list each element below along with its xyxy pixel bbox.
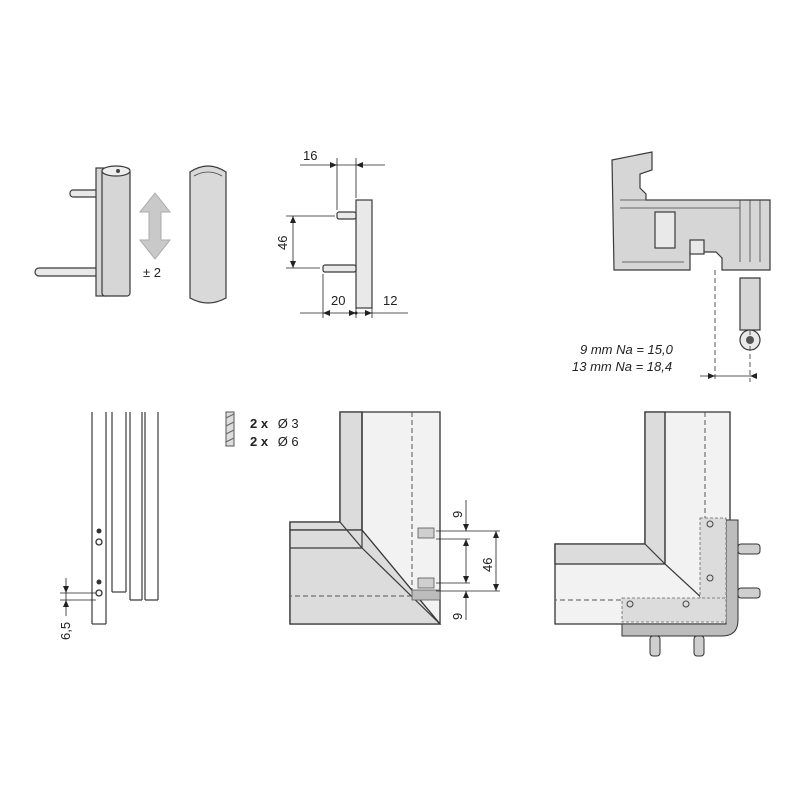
hinge-pin-part [34,165,131,297]
drill-qty-1: 2 x Ø 3 [250,416,299,431]
drill-qty-1-prefix: 2 x [250,416,269,431]
dim-pin-spacing: 46 [480,558,495,572]
drill-qty-1-diameter: Ø 3 [278,416,299,431]
drill-holes [411,527,441,601]
dim-top-width: 16 [303,148,317,163]
adjustment-arrow-icon [138,192,172,260]
adjustment-label: ± 2 [143,265,161,280]
drill-qty-2-diameter: Ø 6 [278,434,299,449]
corner-frame-drilling [289,411,500,625]
dim-edge-top: 9 [450,511,465,518]
dim-offset: 20 [331,293,345,308]
vertical-profile [60,412,159,625]
pin-dimension-drawing [286,158,408,318]
dim-edge-bottom: 9 [450,613,465,620]
dim-edge-distance: 6,5 [58,622,73,640]
drill-qty-2: 2 x Ø 6 [250,434,299,449]
dim-height: 46 [275,236,290,250]
corner-hinge-part [621,517,761,657]
drill-qty-2-prefix: 2 x [250,434,269,449]
profile-note-2: 13 mm Na = 18,4 [572,359,672,374]
corner-frame-hinge [554,411,761,657]
profile-note-1: 9 mm Na = 15,0 [580,342,674,357]
profile-cross-section [611,151,771,382]
cover-cap-part [189,165,227,304]
dim-depth: 12 [383,293,397,308]
drill-bit-icon [225,411,235,447]
